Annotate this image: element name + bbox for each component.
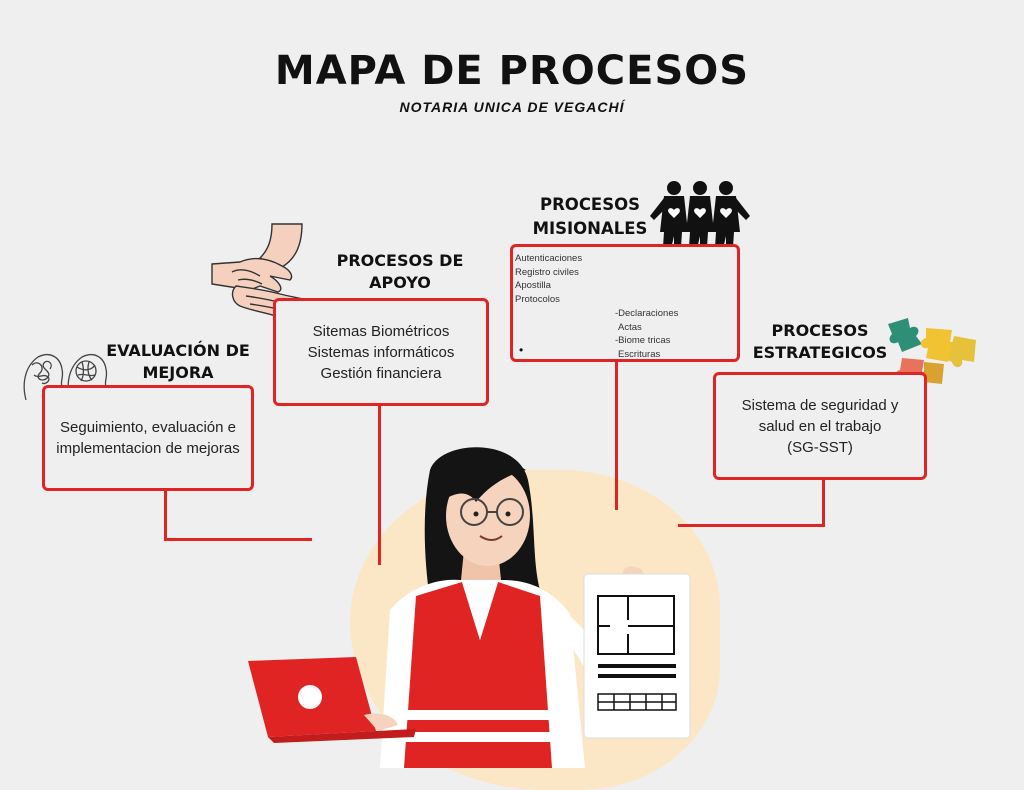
estrategicos-item: salud en el trabajo <box>758 417 882 435</box>
misionales-list-right: -Declaraciones Actas -Biome tricas Escri… <box>615 307 678 361</box>
misionales-item: Actas <box>618 321 642 333</box>
connector-mejora-v <box>164 490 167 540</box>
box-mejora: Seguimiento, evaluación e implementacion… <box>42 385 254 491</box>
heading-estrategicos-line2: ESTRATEGICOS <box>752 343 888 362</box>
heading-mejora: EVALUACIÓN DE MEJORA <box>98 340 258 384</box>
heading-apoyo-line2: APOYO <box>369 273 431 292</box>
heading-estrategicos: PROCESOS ESTRATEGICOS <box>752 320 888 364</box>
heading-misionales: PROCESOS MISIONALES <box>520 193 660 241</box>
misionales-item: Apostilla <box>515 280 551 291</box>
connector-mejora-h <box>164 538 312 541</box>
connector-apoyo <box>378 405 381 565</box>
box-estrategicos: Sistema de seguridad y salud en el traba… <box>713 372 927 480</box>
estrategicos-item: Sistema de seguridad y <box>741 396 899 414</box>
misionales-bullet: • <box>519 343 524 357</box>
misionales-item: Protocolos <box>515 293 560 305</box>
misionales-item: Escrituras <box>618 348 661 360</box>
estrategicos-item: (SG-SST) <box>787 438 853 456</box>
misionales-item: Autenticaciones <box>515 253 583 264</box>
box-misionales: Autenticaciones Registro civiles Apostil… <box>510 244 740 362</box>
heading-apoyo: PROCESOS DE APOYO <box>320 250 480 294</box>
box-apoyo: Sitemas Biométricos Sistemas informático… <box>273 298 489 406</box>
heading-estrategicos-line1: PROCESOS <box>771 321 869 340</box>
laptop-icon <box>248 657 416 743</box>
connector-estrategicos-v <box>822 478 825 526</box>
misionales-list-left: Autenticaciones Registro civiles Apostil… <box>515 252 582 306</box>
misionales-item: Registro civiles <box>515 266 579 278</box>
connector-estrategicos-h <box>678 524 825 527</box>
heading-mejora-line1: EVALUACIÓN DE <box>106 341 250 360</box>
heading-misionales-line2: MISIONALES <box>532 219 648 238</box>
woman-illustration <box>380 447 624 768</box>
heading-mejora-line2: MEJORA <box>142 363 214 382</box>
misionales-item: -Declaraciones <box>615 308 679 319</box>
heading-apoyo-line1: PROCESOS DE <box>336 251 464 270</box>
apoyo-item: Sitemas Biométricos <box>312 322 450 340</box>
apoyo-item: Sistemas informáticos <box>307 343 455 361</box>
heading-misionales-line1: PROCESOS <box>540 195 640 214</box>
blueprint-paper-icon <box>583 566 691 739</box>
page-subtitle: NOTARIA UNICA DE VEGACHÍ <box>399 99 625 115</box>
connector-misionales <box>615 360 618 510</box>
apoyo-item: Gestión financiera <box>320 364 442 382</box>
mejora-item: Seguimiento, evaluación e <box>60 419 236 436</box>
page-title: MAPA DE PROCESOS <box>274 48 750 94</box>
mejora-item: implementacion de mejoras <box>56 440 240 457</box>
misionales-item: -Biome tricas <box>615 335 671 346</box>
